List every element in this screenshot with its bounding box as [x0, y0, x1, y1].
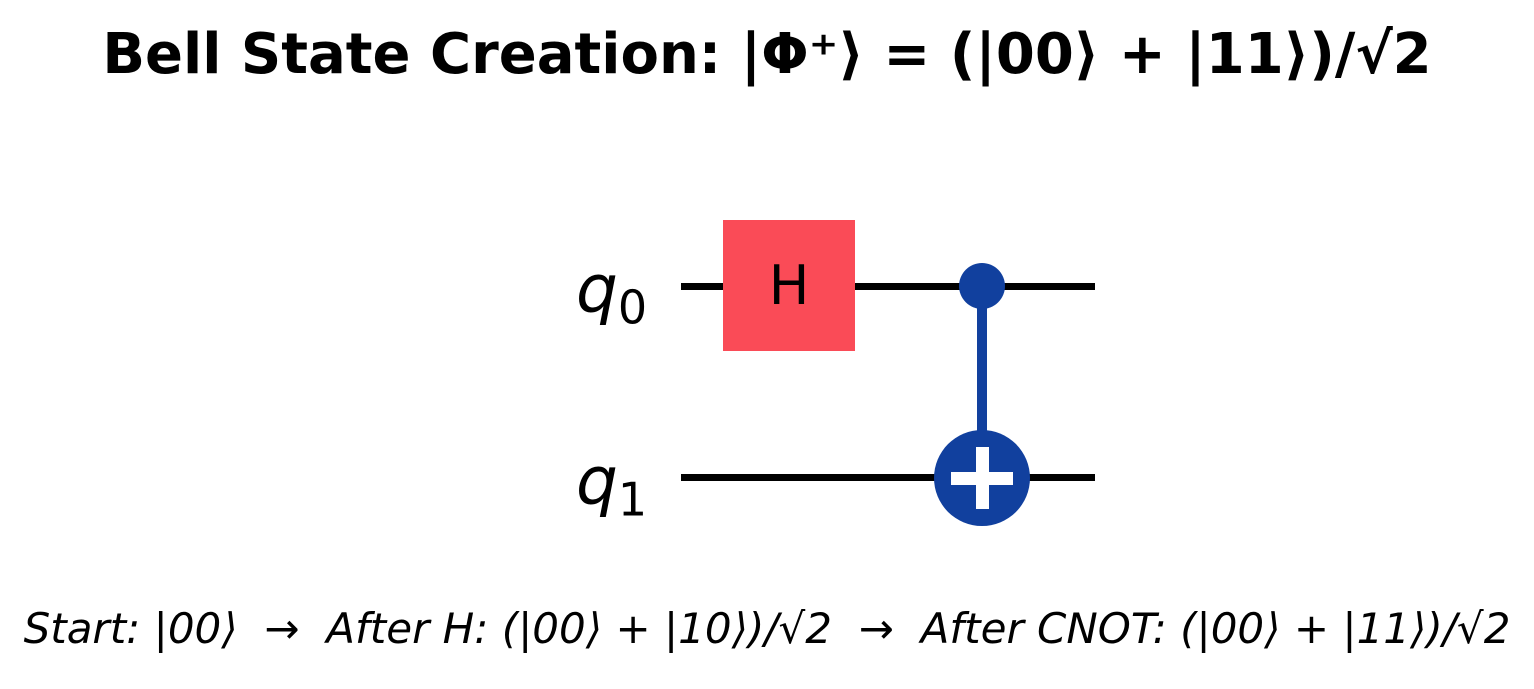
qubit-label-q0-base: q — [576, 250, 618, 328]
figure-title: Bell State Creation: |Φ⁺⟩ = (|00⟩ + |11⟩… — [102, 22, 1432, 87]
hadamard-gate: H — [723, 220, 855, 351]
qubit-label-q1-base: q — [576, 442, 618, 520]
cnot-target — [934, 430, 1030, 526]
qubit-label-q1-subscript: 1 — [617, 472, 648, 527]
qubit-wire-q0 — [681, 283, 1095, 290]
cnot-control-dot — [959, 263, 1005, 309]
qubit-label-q1: q1 — [576, 448, 647, 523]
qubit-wire-q1 — [681, 474, 1095, 481]
plus-icon-vertical-bar — [976, 447, 989, 509]
hadamard-gate-label: H — [768, 253, 810, 317]
state-evolution-caption: Start: |00⟩ → After H: (|00⟩ + |10⟩)/√2 … — [23, 604, 1511, 653]
qubit-label-q0: q0 — [576, 256, 647, 331]
qubit-label-q0-subscript: 0 — [617, 280, 648, 335]
cnot-connector-line — [977, 286, 987, 478]
